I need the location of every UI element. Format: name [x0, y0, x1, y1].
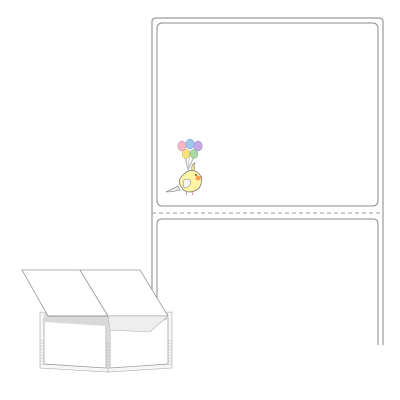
bird-cheek — [195, 175, 201, 181]
bottom-label — [156, 218, 379, 345]
fanfold-label-stack-icon — [21, 269, 173, 373]
sheet-backing-outline — [151, 17, 384, 345]
bird-eye — [195, 174, 197, 176]
bird-feet — [185, 191, 194, 196]
bird-beak — [200, 175, 203, 180]
stack-front-left-label — [43, 317, 107, 369]
balloon-purple — [193, 140, 203, 152]
balloon-yellow — [181, 149, 191, 159]
bird-tail — [165, 185, 181, 193]
cockatiel-with-balloons-icon — [165, 138, 203, 196]
balloon-blue — [185, 138, 195, 150]
cockatiel-bird — [165, 162, 203, 196]
balloon-green — [189, 149, 199, 159]
label-sheet-icon — [151, 17, 384, 345]
bird-crest — [191, 162, 196, 171]
top-label — [156, 22, 379, 207]
bird-wing — [182, 178, 192, 189]
stack-fold-flap — [107, 315, 169, 333]
